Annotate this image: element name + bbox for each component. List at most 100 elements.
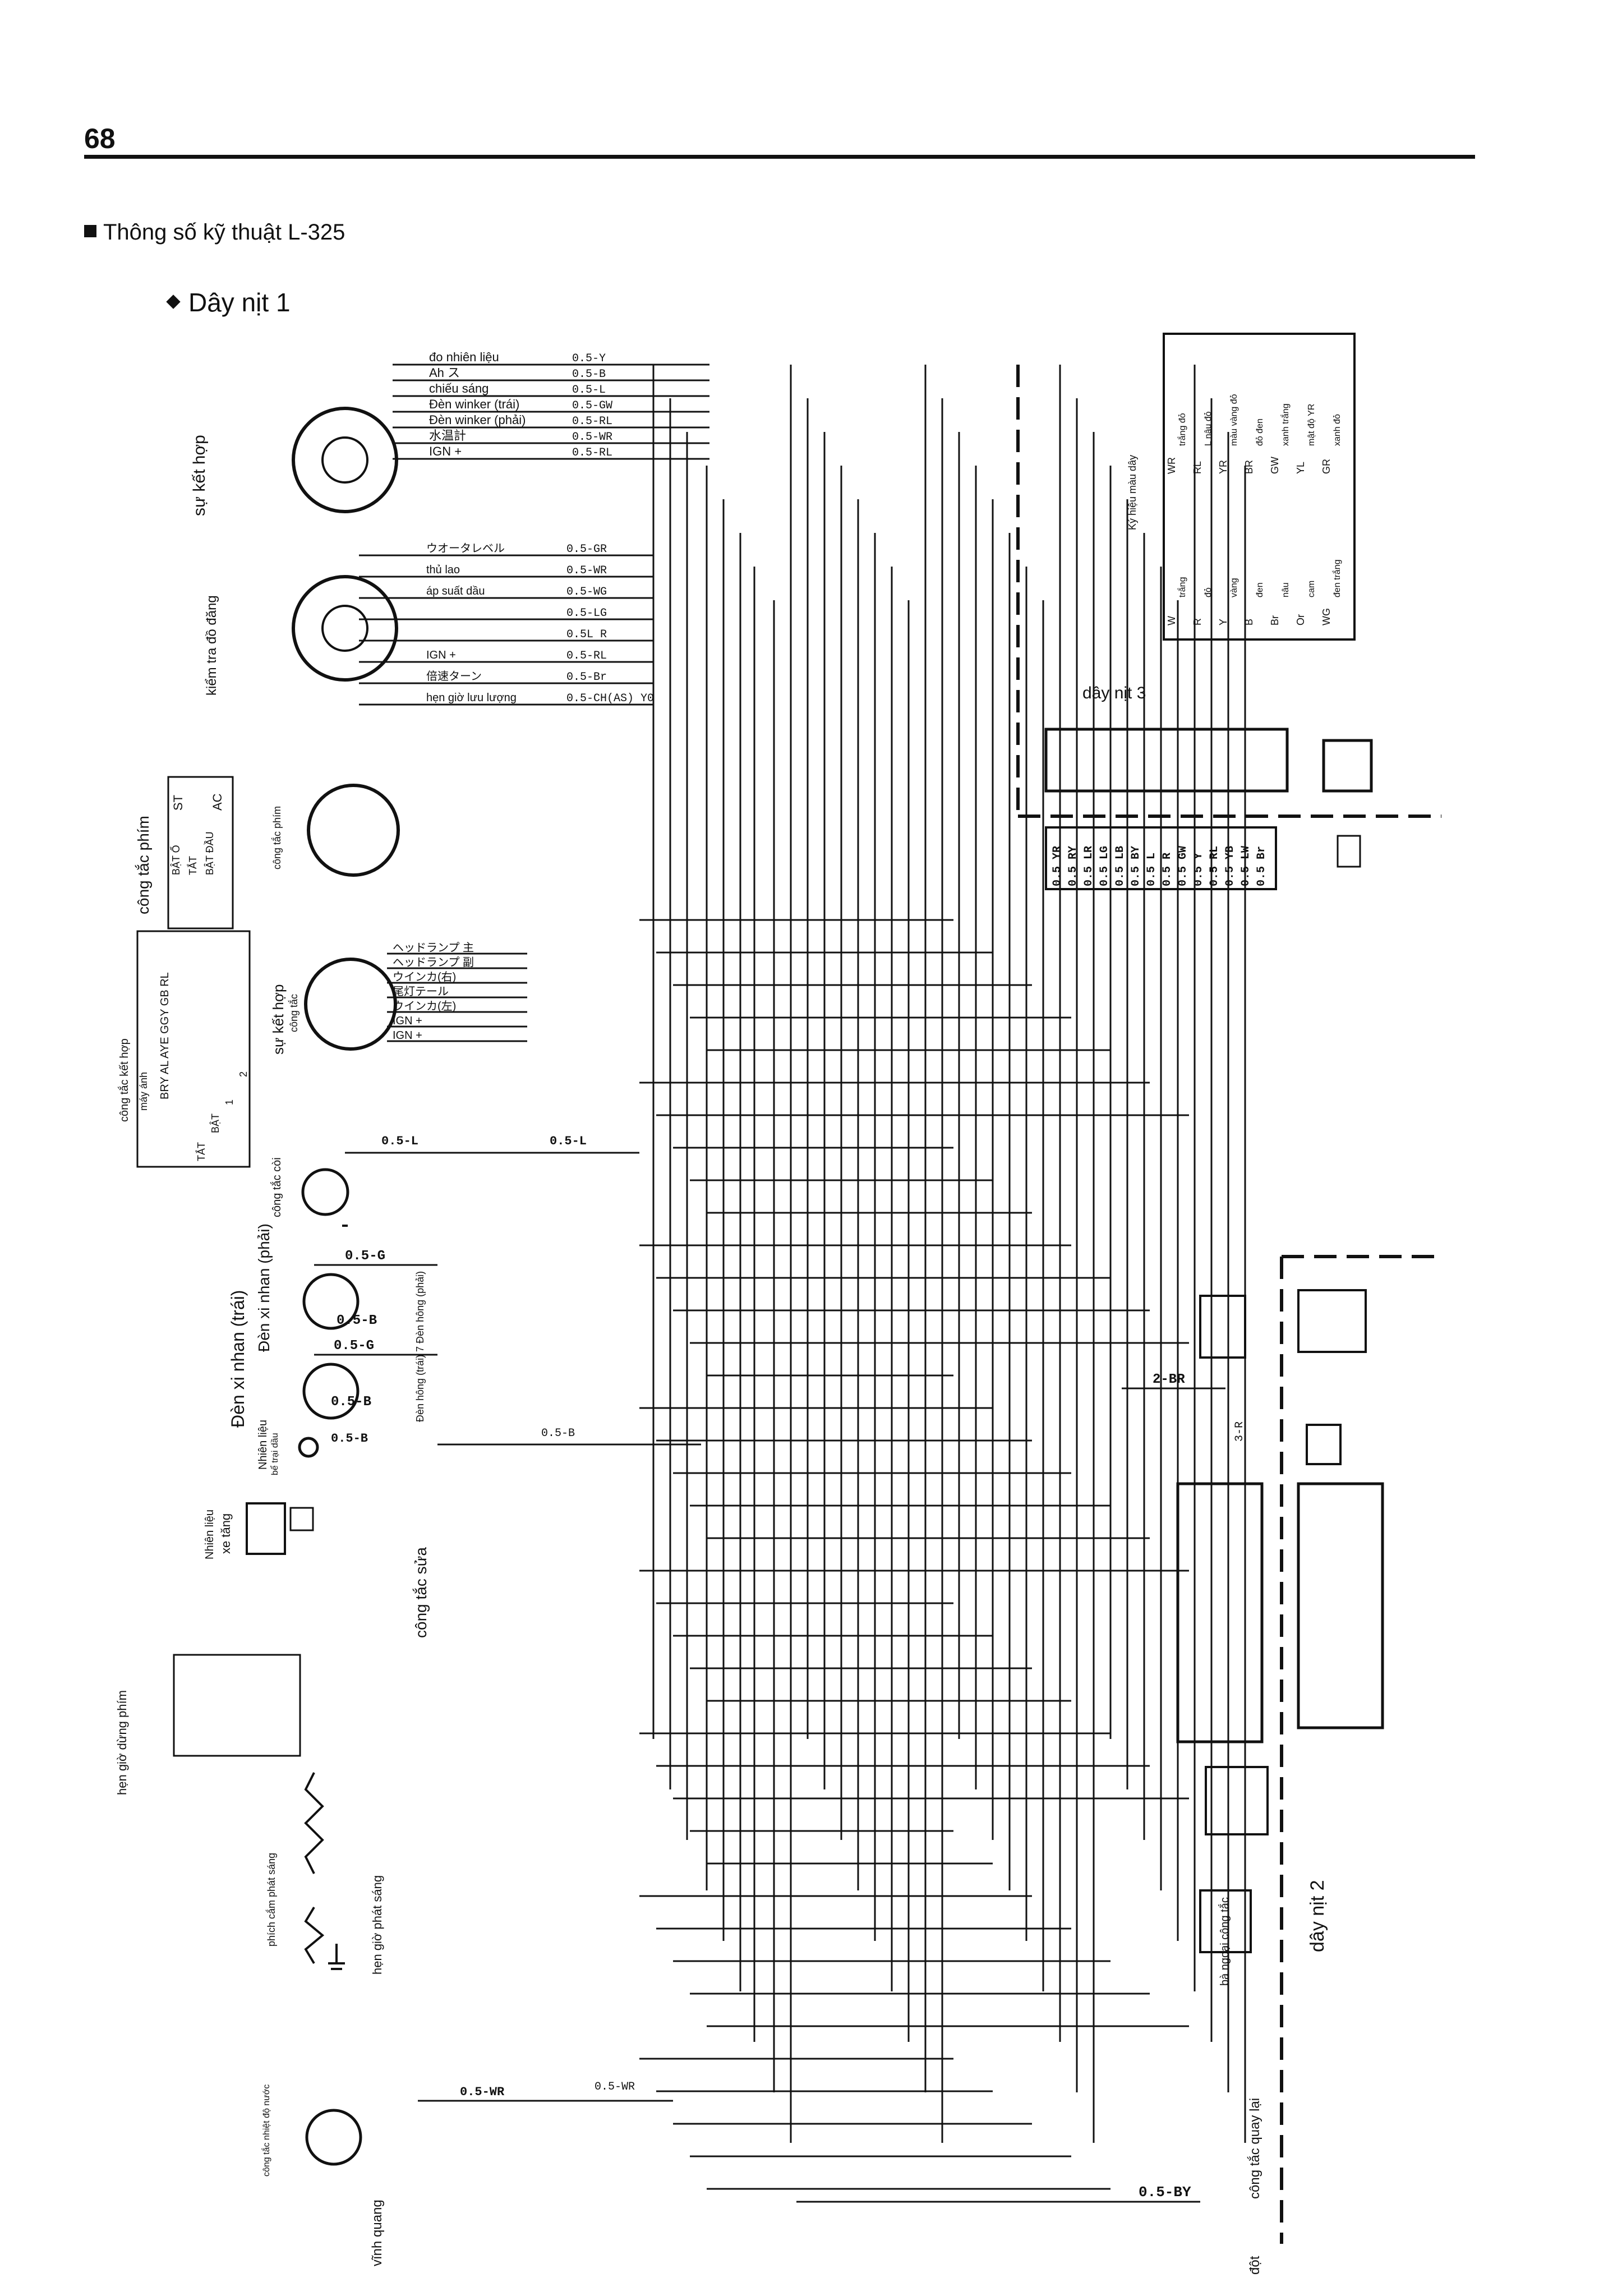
key-table-header-st: ST — [171, 795, 185, 811]
fuel-level-sub-label: xe tăng — [219, 1513, 233, 1554]
connector-code: 0.5 Br — [1255, 846, 1268, 886]
legend-code: B — [1243, 619, 1255, 625]
legend-code: YR — [1218, 460, 1229, 474]
repair-switch-label: công tắc sửa — [412, 1547, 430, 1638]
check-wire-label: áp suất dầu — [426, 585, 485, 597]
connector-code: 0.5 RL — [1208, 846, 1221, 886]
side-lamp-label: Đèn hông (trái) 7 Đèn hông (phải) — [414, 1271, 426, 1422]
legend-name: đỏ đen — [1255, 418, 1265, 446]
connector-code: 0.5 LG — [1098, 846, 1111, 886]
check-wire-code: 0.5-WR — [566, 564, 607, 577]
check-wire-code: 0.5-WG — [566, 586, 607, 599]
horn-switch-label: công tắc còi — [270, 1157, 283, 1217]
turn-right-b-code: 0.5-B — [337, 1313, 377, 1328]
glow-plug-label: phích cắm phát sáng — [265, 1853, 277, 1947]
legend-code: Br — [1269, 615, 1280, 625]
key-switch-label: công tắc phím — [271, 806, 283, 869]
meter-wire-code: 0.5-RL — [572, 447, 612, 459]
connector-code: 0.5 LB — [1114, 846, 1127, 886]
meter-wire-label: Ah ス — [429, 366, 460, 380]
fuel-sender-code: 0.5-B — [331, 1432, 368, 1446]
turn-left-label: Đèn xi nhan (trái) — [228, 1290, 248, 1428]
check-wire-code: 0.5-GR — [566, 543, 607, 556]
connector-code: 0.5 BY — [1130, 846, 1142, 886]
legend-name: xanh đỏ — [1333, 414, 1342, 446]
check-wire-code: 0.5-CH(AS) Y0 — [566, 692, 654, 705]
outer-switch-label: bà ngoại công tắc — [1218, 1897, 1231, 1986]
connector-code: 0.5 L — [1145, 853, 1158, 886]
fuel-level-label: Nhiên liệu — [204, 1510, 216, 1559]
combo-switch-wire-label: ヘッドランプ 主 — [393, 941, 474, 954]
key-stop-timer-label: hẹn giờ dừng phím — [115, 1690, 129, 1795]
combo-switch-wire-label: ウインカ(右) — [393, 970, 456, 983]
check-wire-code: 0.5-Br — [566, 671, 607, 684]
check-wire-label: 倍速ターン — [426, 670, 482, 683]
legend-code: BR — [1243, 460, 1255, 474]
subsection-title: Dây nịt 1 — [166, 287, 291, 318]
permanent-lamp-label: vĩnh quang — [370, 2200, 385, 2266]
check-wire-label: hẹn giờ lưu lượng — [426, 692, 517, 704]
legend-code: WR — [1166, 457, 1177, 474]
glow-timer-label: hẹn giờ phát sáng — [370, 1875, 384, 1975]
color-code-title: Ký hiệu màu dây — [1127, 455, 1138, 530]
key-table-row: TẮT — [187, 856, 199, 875]
sudden-label: đột — [1247, 2256, 1262, 2275]
combo-switch-wire-label: ヘッドランプ 副 — [393, 956, 474, 969]
combination-switch-sub-label: công tắc — [288, 994, 299, 1032]
combo-table-row: BẬT — [210, 1114, 221, 1133]
meter-wire-code: 0.5-L — [572, 384, 606, 397]
meter-wire-code: 0.5-Y — [572, 352, 606, 365]
legend-code: R — [1192, 618, 1203, 625]
meter-wire-label: 水温計 — [429, 429, 466, 443]
legend-name: vàng — [1229, 578, 1239, 597]
legend-code: YL — [1295, 462, 1306, 474]
check-wire-code: 0.5L R — [566, 628, 607, 641]
combo-table-row: 2 — [238, 1071, 249, 1077]
water-temp-code: 0.5-WR — [460, 2085, 505, 2099]
combo-meter-label: sự kết hợp — [190, 435, 209, 516]
horn-wire-code-2: 0.5-L — [550, 1134, 587, 1148]
meter-wire-code: 0.5-WR — [572, 431, 612, 444]
meter-wire-label: Đèn winker (phải) — [429, 413, 526, 427]
inspection-meter-label: kiểm tra đồ đăng — [204, 595, 219, 696]
fuel-sub-label: bể trại dầu — [270, 1433, 280, 1475]
light-label: máy ánh — [138, 1072, 149, 1111]
legend-code: RL — [1192, 461, 1203, 474]
legend-name: trắng đỏ — [1177, 413, 1187, 446]
check-wire-code: 0.5-LG — [566, 607, 607, 620]
combo-switch-wire-label: IGN + — [393, 1029, 422, 1042]
fuel-sender-code-2: 0.5-B — [541, 1427, 575, 1440]
horn-wire-code: 0.5-L — [381, 1134, 418, 1148]
legend-code: GW — [1269, 457, 1280, 474]
combo-table-row: TẮT — [195, 1142, 207, 1161]
harness2-label: dây nịt 2 — [1307, 1880, 1328, 1952]
legend-name: trắng — [1177, 577, 1187, 597]
legend-name: xanh trắng — [1280, 403, 1291, 446]
combo-table-label: công tắc kết hợp — [118, 1038, 131, 1122]
meter-wire-label: IGN + — [429, 444, 462, 458]
turn-left-b-code: 0.5-B — [331, 1395, 371, 1410]
legend-name: đen trắng — [1331, 559, 1342, 597]
turn-right-label: Đèn xi nhan (phải) — [255, 1223, 273, 1352]
back-up-code: 0.5-BY — [1139, 2184, 1191, 2201]
subsection-title-text: Dây nịt 1 — [188, 288, 291, 317]
section-title: Thông số kỹ thuật L-325 — [84, 220, 345, 245]
check-wire-label: thủ lao — [426, 564, 460, 576]
check-wire-label: IGN + — [426, 649, 456, 661]
harness2-r-code: 3-R — [1233, 1421, 1246, 1442]
page-number: 68 — [84, 123, 116, 154]
reverse-switch-label: công tắc quay lại — [1247, 2098, 1262, 2199]
key-table-row: BẬT Ổ — [170, 845, 182, 875]
meter-wire-label: Đèn winker (trái) — [429, 397, 519, 411]
meter-wire-code: 0.5-B — [572, 368, 606, 381]
harness2-br-code: 2-BR — [1153, 1372, 1185, 1387]
legend-code: W — [1166, 616, 1177, 625]
combo-switch-wire-label: IGN + — [393, 1015, 422, 1027]
key-table-row: BẬT ĐẦU — [204, 831, 215, 875]
legend-code: Or — [1295, 614, 1306, 625]
legend-name: màu vàng đỏ — [1229, 394, 1239, 446]
check-wire-code: 0.5-RL — [566, 650, 607, 662]
meter-wire-code: 0.5-GW — [572, 399, 612, 412]
legend-name: mật độ YR — [1307, 404, 1316, 446]
connector-code: 0.5 YB — [1224, 846, 1237, 886]
